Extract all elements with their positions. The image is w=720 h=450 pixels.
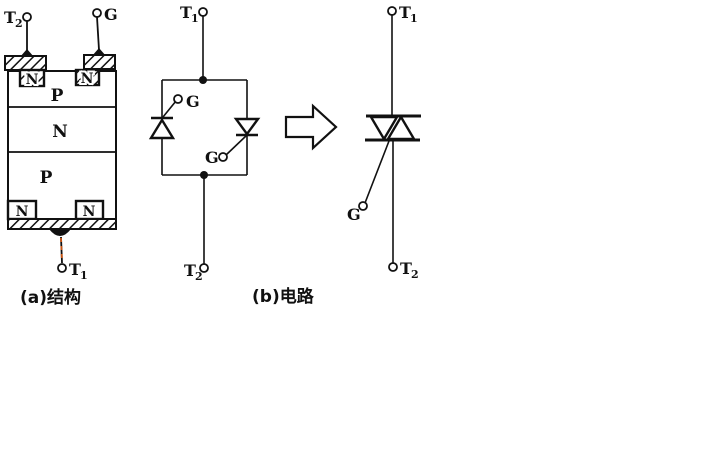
n-well-top-right (74, 68, 101, 87)
scr-left-gate-circle (173, 94, 183, 104)
layer-p-top-label: P (51, 86, 64, 106)
circuit-t1-terminal-circle (198, 7, 208, 17)
structure-g-lead (96, 16, 100, 51)
scr-left-gate-lead (162, 100, 177, 118)
symbol-t2-label: T (400, 259, 412, 278)
n-well-bot-left-label: N (16, 204, 29, 220)
caption-structure: (a)结构 (20, 287, 81, 308)
equivalent-circuit: T 1 G G T 2 (b)电路 (148, 3, 315, 307)
circuit-t2-label: T (184, 261, 196, 280)
structure-g-label: G (104, 5, 118, 24)
n-well-bot-right-label: N (83, 204, 96, 220)
structure-t1-subscript: 1 (80, 269, 88, 282)
n-well-top-right-label: N (81, 71, 94, 87)
structure-t2-label: T (4, 8, 16, 27)
symbol-gate-lead (364, 140, 390, 204)
circuit-t2-terminal-circle (199, 263, 209, 273)
symbol-t1-terminal-circle (387, 6, 397, 16)
circuit-t1-subscript: 1 (191, 12, 199, 25)
electrode-t2 (4, 55, 47, 71)
symbol-t2-terminal-circle (388, 262, 398, 272)
triac-symbol: T 1 G T 2 (347, 3, 421, 281)
symbol-left-triangle (368, 115, 400, 142)
electrode-t1 (7, 218, 117, 230)
symbol-gate-circle (358, 201, 368, 211)
scr-right-gate-circle (218, 152, 228, 162)
circuit-t1-label: T (180, 3, 192, 22)
scr-right-gate-label: G (205, 148, 219, 167)
electrode-g (83, 54, 116, 70)
scr-right-triangle (233, 117, 261, 137)
structure-t2-subscript: 2 (15, 17, 23, 30)
caption-circuit: (b)电路 (252, 286, 315, 307)
symbol-gate-label: G (347, 205, 361, 224)
layer-n-mid-label: N (52, 122, 68, 142)
scr-left-triangle (148, 117, 176, 140)
circuit-t2-subscript: 2 (195, 270, 203, 283)
structure-t1-label: T (69, 260, 81, 279)
right-block-arrow-icon (284, 103, 338, 151)
structure-g-terminal-circle (92, 8, 102, 18)
symbol-t1-label: T (399, 3, 411, 22)
junction-dot-top (199, 76, 207, 84)
structure-t1-terminal-circle (57, 263, 67, 273)
scr-right-gate-lead (225, 134, 248, 156)
structure-t2-terminal-circle (22, 12, 32, 22)
scr-left-gate-label: G (186, 92, 200, 111)
layer-p-bot-label: P (40, 168, 53, 188)
symbol-t2-subscript: 2 (411, 268, 419, 281)
structure-diagram: T 2 G N N P N P N N (4, 5, 118, 308)
n-well-top-left (18, 68, 46, 88)
symbol-t1-subscript: 1 (410, 12, 418, 25)
solder-blob-t1 (49, 229, 71, 236)
n-well-top-left-label: N (26, 72, 39, 88)
arrow (284, 103, 338, 151)
